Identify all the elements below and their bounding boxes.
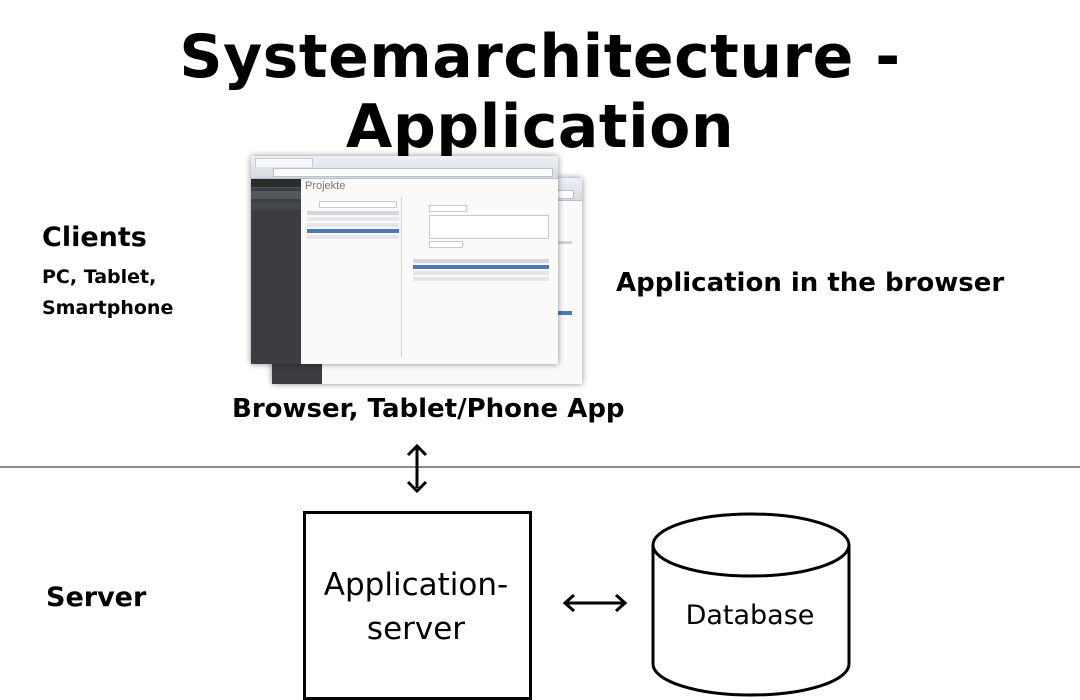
application-server-line2: server — [366, 611, 466, 647]
clients-subtitle: PC, Tablet, Smartphone — [42, 266, 174, 319]
app-screenshot-front: Projekte — [251, 156, 558, 364]
application-server-line1: Application- — [323, 567, 509, 603]
application-in-browser-label: Application in the browser — [616, 268, 1005, 298]
client-server-divider — [0, 466, 1080, 468]
app-sidebar-front — [251, 179, 301, 364]
server-database-arrow — [562, 593, 628, 613]
database-label: Database — [685, 600, 815, 631]
application-server-label: Application- server — [303, 563, 529, 651]
clients-heading: Clients — [42, 222, 147, 253]
client-server-arrow — [406, 443, 428, 494]
browser-app-label: Browser, Tablet/Phone App — [232, 394, 625, 424]
app-content-front: Projekte — [301, 179, 558, 364]
browser-chrome-front — [251, 156, 558, 179]
page-title: Systemarchitecture - Application — [179, 22, 901, 162]
projects-heading: Projekte — [305, 180, 346, 192]
server-label: Server — [46, 582, 147, 613]
database-cylinder — [651, 512, 851, 697]
